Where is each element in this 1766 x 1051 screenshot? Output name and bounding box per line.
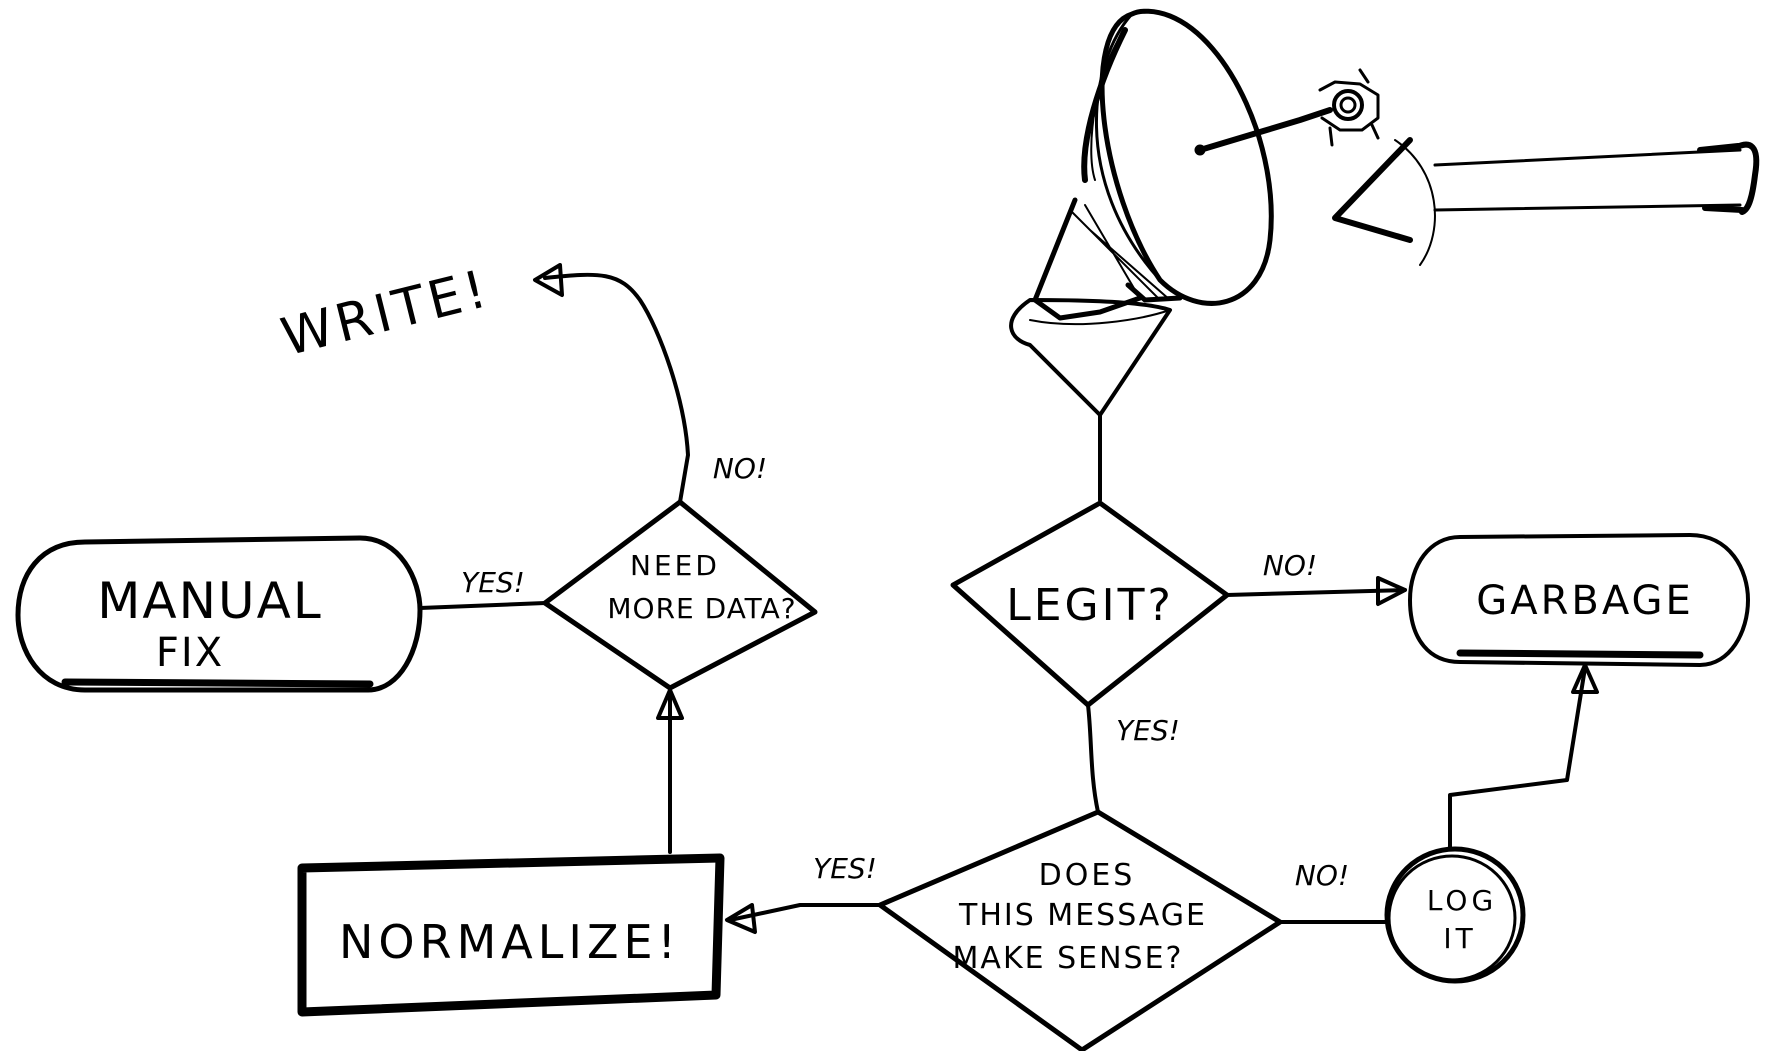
normalize-label: NORMALIZE! [339, 915, 681, 969]
edge-makes-sense-to-normalize: YES! [725, 852, 882, 934]
manual-fix-label-line1: MANUAL [97, 572, 322, 630]
edge-label-need-to-write: NO! [713, 452, 767, 485]
write-label: WRITE! [276, 259, 497, 369]
makes-sense-decision[interactable]: DOES THIS MESSAGE MAKE SENSE? [877, 809, 1283, 1051]
log-it-label-line2: IT [1443, 922, 1476, 955]
garbage-label: GARBAGE [1476, 578, 1694, 624]
edge-need-to-manual-fix: YES! [418, 566, 547, 610]
garbage-node[interactable]: GARBAGE [1408, 533, 1750, 667]
makes-sense-label-line2: THIS MESSAGE [958, 898, 1207, 933]
edge-makes-sense-to-log-it: NO! [1278, 859, 1389, 924]
manual-fix-node[interactable]: MANUAL FIX [15, 535, 423, 693]
edge-legit-to-makes-sense: YES! [1086, 703, 1180, 814]
edge-label-makes-sense-to-normalize: YES! [813, 852, 877, 885]
need-more-data-decision[interactable]: NEED MORE DATA? [542, 499, 818, 691]
edge-label-legit-to-makes-sense: YES! [1116, 714, 1180, 747]
write-node[interactable]: WRITE! [276, 259, 497, 369]
makes-sense-label-line1: DOES [1039, 858, 1136, 893]
edge-label-need-to-manual-fix: YES! [461, 566, 525, 599]
log-it-label-line1: LOG [1427, 884, 1497, 917]
makes-sense-label-line3: MAKE SENSE? [953, 941, 1184, 976]
edge-label-makes-sense-to-log-it: NO! [1295, 859, 1349, 892]
normalize-node[interactable]: NORMALIZE! [297, 853, 725, 1017]
need-more-data-label-line1: NEED [630, 549, 720, 582]
satellite-dish-icon [1009, 8, 1760, 417]
edge-normalize-to-need [656, 688, 684, 854]
legit-decision[interactable]: LEGIT? [950, 500, 1230, 708]
edge-legit-to-garbage: NO! [1225, 549, 1407, 606]
edge-log-it-to-garbage [1448, 663, 1599, 850]
manual-fix-label-line2: FIX [156, 630, 224, 676]
edge-label-legit-to-garbage: NO! [1263, 549, 1317, 582]
edge-need-to-write: NO! [533, 263, 767, 504]
legit-label: LEGIT? [1006, 580, 1174, 631]
need-more-data-label-line2: MORE DATA? [607, 592, 796, 625]
log-it-node[interactable]: LOG IT [1384, 846, 1526, 984]
